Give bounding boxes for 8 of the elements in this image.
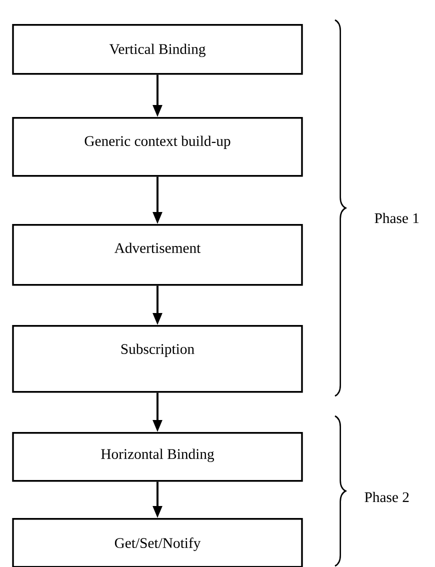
process-box: Vertical Binding [12,24,303,75]
process-box: Subscription [12,325,303,393]
process-box: Get/Set/Notify [12,518,303,567]
process-box: Advertisement [12,224,303,286]
process-box: Horizontal Binding [12,432,303,482]
phase-label: Phase 2 [364,492,409,502]
phase-label: Phase 1 [374,212,419,224]
process-box: Generic context build-up [12,117,303,177]
